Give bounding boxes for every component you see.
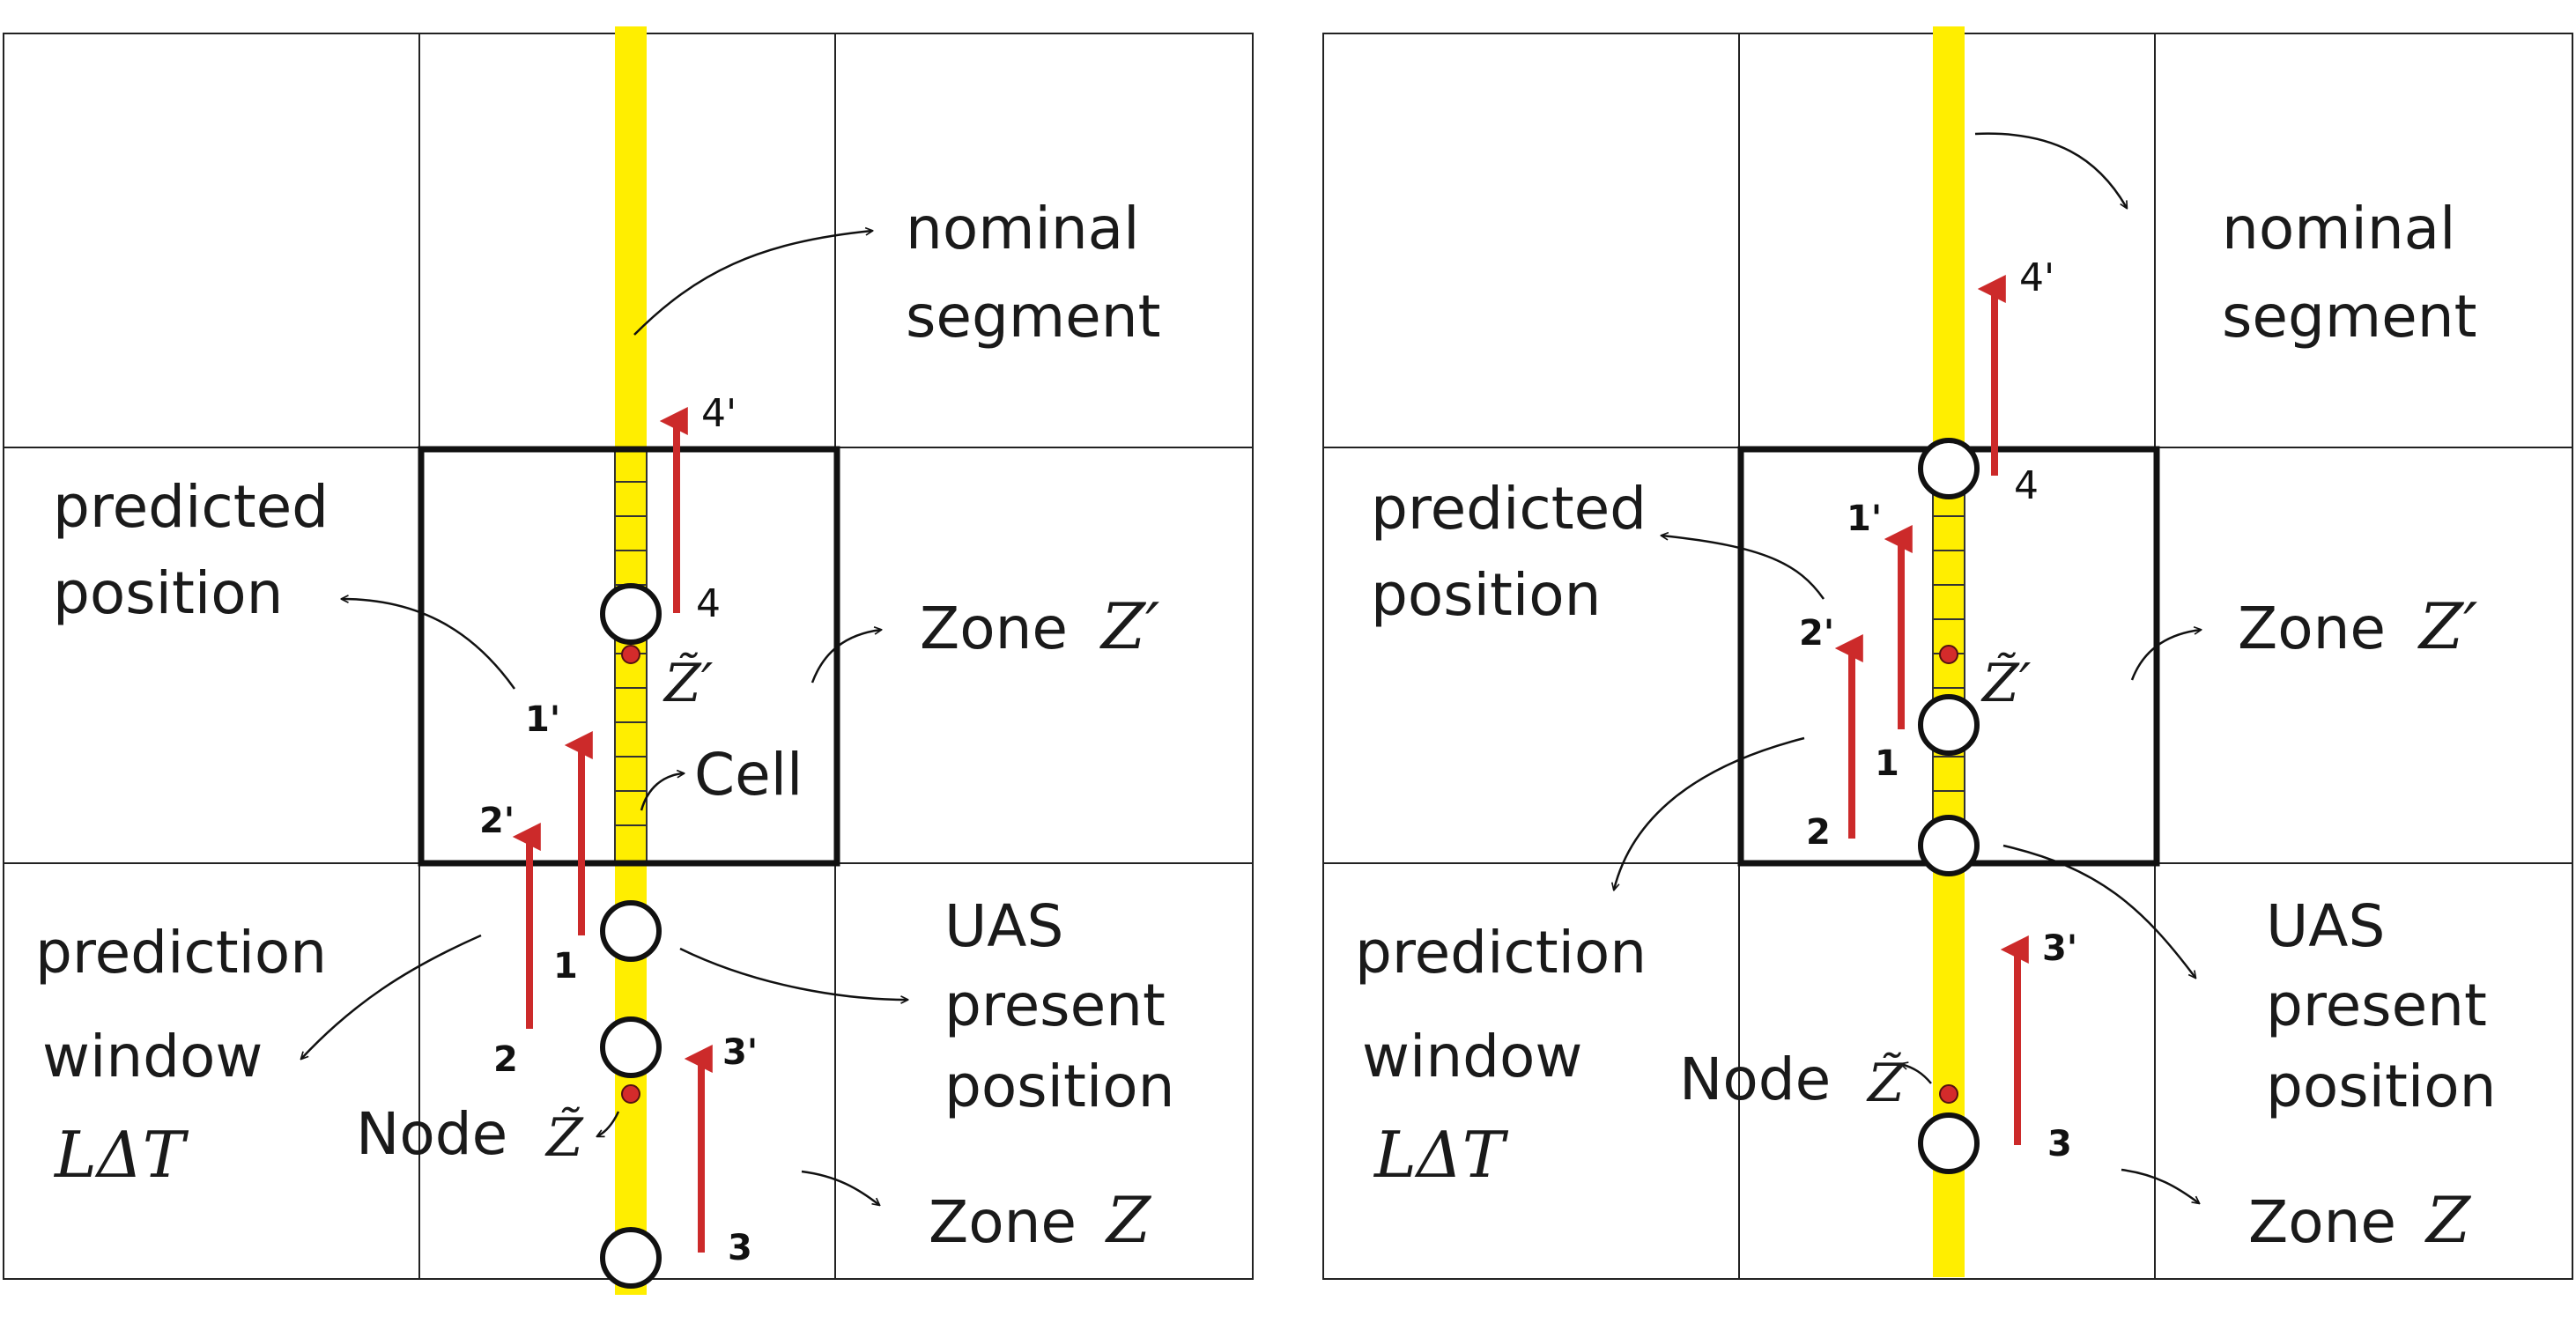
position-circle-3 (600, 1227, 662, 1289)
callouts-left (301, 231, 907, 1205)
symbol-z-tilde-prime: Z̃′ (1980, 652, 2032, 714)
symbol-window: LΔT (1373, 1118, 1509, 1192)
label-predicted: predicted (53, 473, 329, 541)
label-predicted: predicted (1371, 475, 1647, 543)
position-circle-1 (600, 900, 662, 962)
panel-left: 4' 4 1' 2' 1 2 3' 3 nominal segment pred… (3, 26, 1254, 1295)
symbol-z-tilde-prime: Z̃′ (663, 652, 714, 714)
label-nominal: nominal (2222, 195, 2455, 262)
label-2: 2 (1806, 812, 1831, 853)
label-nominal: nominal (906, 195, 1139, 262)
label-segment: segment (906, 283, 1161, 351)
label-zone: Zone (2248, 1188, 2396, 1256)
label-present: present (944, 972, 1166, 1039)
label-node: Node (1679, 1046, 1831, 1113)
label-present-position: position (944, 1053, 1174, 1120)
label-1p: 1' (525, 699, 560, 740)
label-prediction: prediction (1355, 919, 1647, 987)
panel-right: 4' 4 1' 2' 1 2 3' 3 nominal segment pred… (1322, 26, 2573, 1280)
position-circle-3 (1918, 1112, 1980, 1174)
position-circle-2 (600, 1016, 662, 1078)
symbol-window: LΔT (53, 1118, 189, 1192)
label-1: 1 (1875, 743, 1899, 784)
label-1p: 1' (1847, 499, 1882, 539)
red-arrows-right (1834, 275, 2029, 1145)
label-prediction: prediction (35, 919, 327, 987)
label-position: position (1371, 561, 1601, 629)
label-1: 1 (553, 946, 578, 987)
label-2: 2 (493, 1039, 518, 1080)
label-2p: 2' (479, 801, 514, 841)
zone-prime-box-left (418, 446, 840, 867)
label-segment: segment (2222, 283, 2477, 351)
node-z-tilde-prime-dot (621, 645, 640, 664)
label-zone-prime-word: Zone (920, 595, 1068, 662)
label-node: Node (356, 1100, 507, 1168)
symbol-zone-prime: Z′ (2417, 589, 2477, 663)
label-zone-prime: Zone (2238, 595, 2386, 662)
position-circle-4 (1918, 438, 1980, 499)
symbol-zone: Z (2424, 1183, 2472, 1257)
symbol-node: Z̃ (1866, 1052, 1906, 1114)
label-window: window (1362, 1023, 1582, 1090)
symbol-zone-prime: Z′ (1099, 589, 1159, 663)
label-window: window (42, 1023, 263, 1090)
label-position: position (53, 559, 283, 627)
label-zone: Zone (929, 1188, 1077, 1256)
label-3p: 3' (722, 1032, 758, 1073)
position-circle-4 (600, 583, 662, 645)
label-4p: 4' (2019, 255, 2054, 300)
label-uas: UAS (944, 892, 1063, 960)
label-4p: 4' (701, 391, 737, 436)
label-cell: Cell (694, 741, 803, 809)
label-4: 4 (2014, 463, 2039, 508)
position-circle-2 (1918, 815, 1980, 876)
symbol-node: Z̃ (544, 1106, 584, 1169)
label-3: 3 (2047, 1124, 2072, 1164)
label-3: 3 (728, 1228, 752, 1268)
label-4: 4 (696, 581, 721, 626)
red-arrows-left (512, 407, 713, 1253)
node-z-tilde-prime-dot (1939, 645, 1958, 664)
position-circle-1 (1918, 694, 1980, 756)
label-present: present (2266, 972, 2487, 1039)
symbol-zone: Z (1105, 1183, 1152, 1257)
label-present-position: position (2266, 1053, 2496, 1120)
label-zone-prime: Zone (920, 595, 1068, 662)
label-2p: 2' (1799, 613, 1834, 654)
label-3p: 3' (2042, 928, 2077, 969)
callouts-right (1614, 132, 2201, 1203)
node-z-tilde-dot (1939, 1084, 1958, 1104)
node-z-tilde-dot (621, 1084, 640, 1104)
label-uas: UAS (2266, 892, 2385, 960)
